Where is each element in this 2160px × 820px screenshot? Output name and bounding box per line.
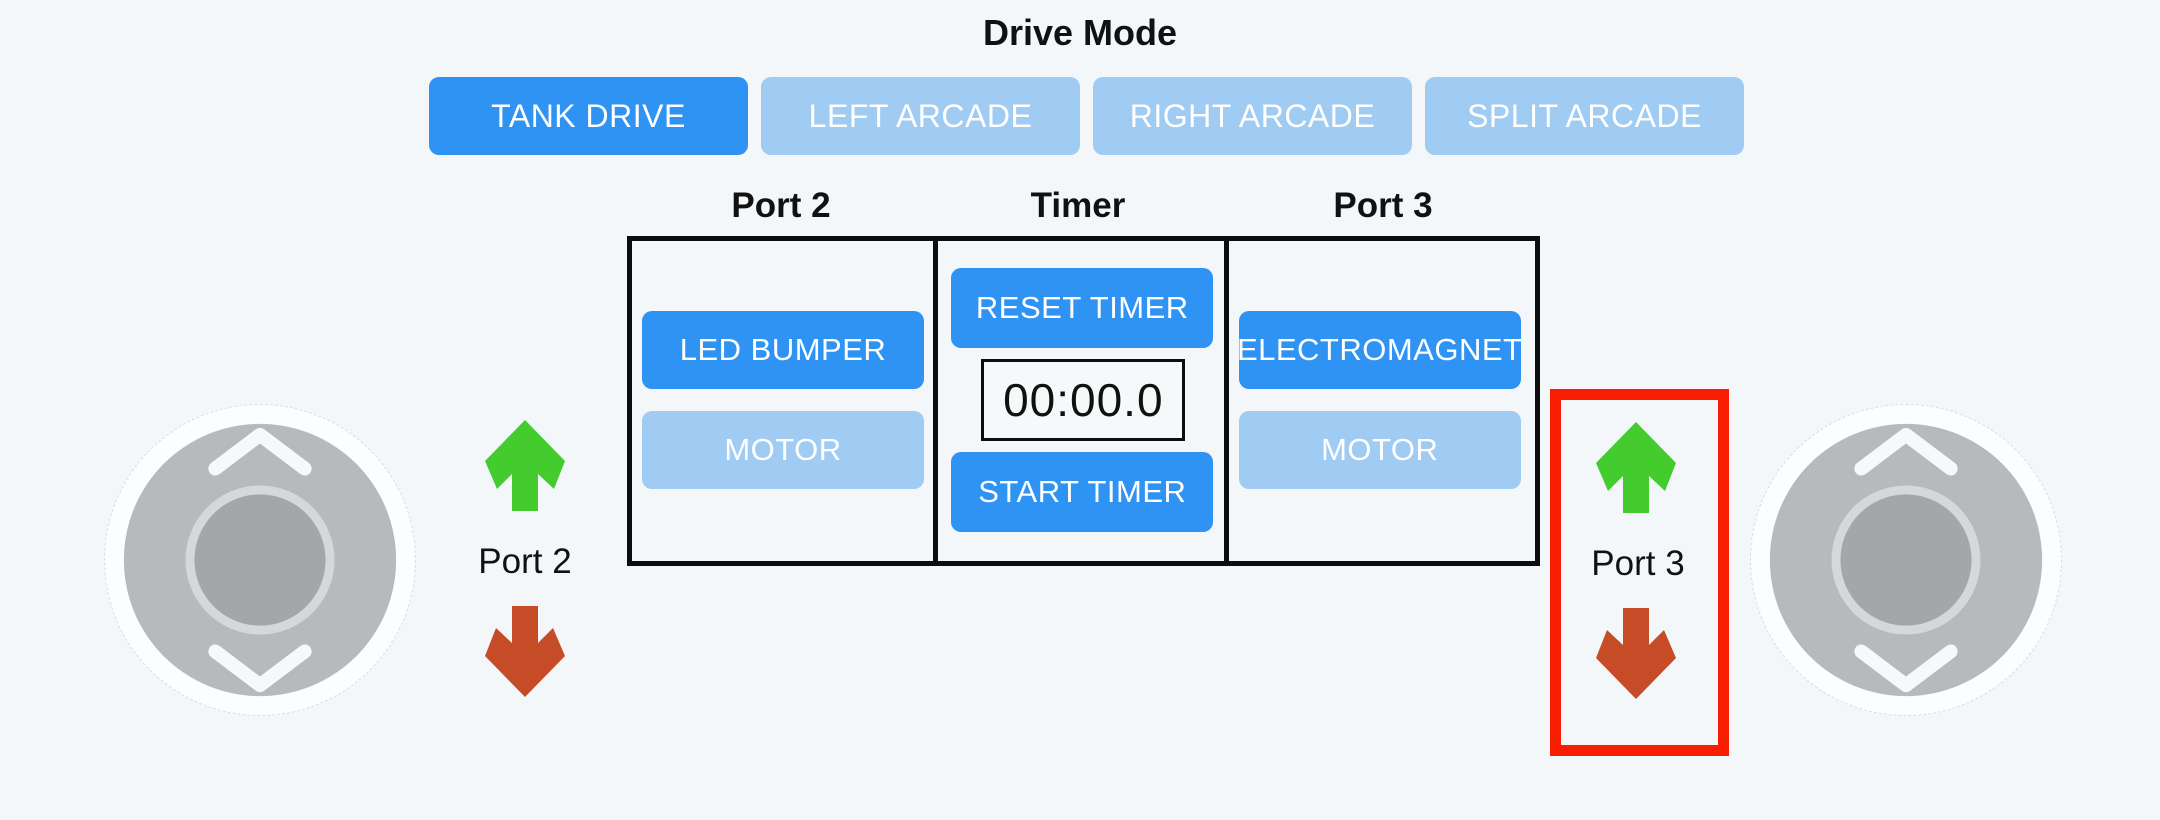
- split-arcade-button[interactable]: SPLIT ARCADE: [1425, 77, 1744, 155]
- port2-motor-button[interactable]: MOTOR: [642, 411, 924, 489]
- port2-side-label: Port 2: [478, 542, 572, 581]
- port2-cell: LED BUMPER MOTOR: [632, 241, 939, 561]
- drive-mode-title: Drive Mode: [982, 12, 1178, 53]
- reset-timer-button[interactable]: RESET TIMER: [951, 268, 1214, 348]
- right-arcade-button[interactable]: RIGHT ARCADE: [1093, 77, 1412, 155]
- left-arcade-button[interactable]: LEFT ARCADE: [761, 77, 1080, 155]
- port2-column-header: Port 2: [731, 186, 831, 225]
- port2-down-arrow-icon[interactable]: [485, 606, 565, 697]
- port3-highlight-box: [1550, 389, 1729, 756]
- timer-display: 00:00.0: [981, 359, 1186, 441]
- port3-up-arrow-icon[interactable]: [1596, 422, 1676, 513]
- port2-up-arrow-icon[interactable]: [485, 420, 565, 511]
- port3-side-label: Port 3: [1591, 544, 1685, 583]
- chevron-down-icon: [208, 644, 312, 693]
- port3-down-arrow-icon[interactable]: [1596, 608, 1676, 699]
- port3-cell: ELECTROMAGNET MOTOR: [1229, 241, 1535, 561]
- electromagnet-button[interactable]: ELECTROMAGNET: [1237, 311, 1522, 389]
- led-bumper-button[interactable]: LED BUMPER: [642, 311, 924, 389]
- left-joystick[interactable]: [104, 404, 416, 716]
- chevron-down-icon: [1854, 644, 1958, 693]
- right-joystick[interactable]: [1750, 404, 2062, 716]
- start-timer-button[interactable]: START TIMER: [951, 452, 1214, 532]
- port3-column-header: Port 3: [1333, 186, 1433, 225]
- timer-cell: RESET TIMER 00:00.0 START TIMER: [938, 241, 1229, 561]
- chevron-up-icon: [208, 427, 312, 476]
- tank-drive-button[interactable]: TANK DRIVE: [429, 77, 748, 155]
- drive-mode-button-row: TANK DRIVE LEFT ARCADE RIGHT ARCADE SPLI…: [429, 77, 1744, 155]
- device-panel: LED BUMPER MOTOR RESET TIMER 00:00.0 STA…: [627, 236, 1540, 566]
- chevron-up-icon: [1854, 427, 1958, 476]
- port3-motor-button[interactable]: MOTOR: [1238, 411, 1521, 489]
- joystick-knob: [194, 494, 326, 626]
- joystick-knob: [1840, 494, 1972, 626]
- timer-column-header: Timer: [1030, 186, 1126, 225]
